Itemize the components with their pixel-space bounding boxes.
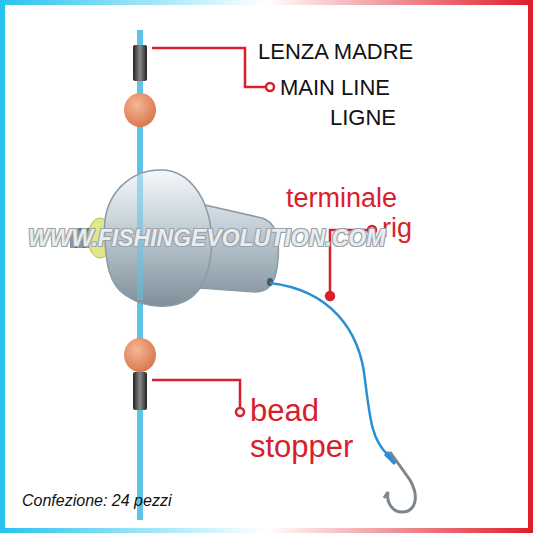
callout-label: MAIN LINE: [280, 76, 390, 100]
callout-label: rig: [382, 214, 412, 244]
frame-right: [528, 0, 533, 533]
frame-left: [0, 0, 5, 533]
stopper-sleeve: [133, 372, 147, 410]
frame-bottom: [0, 528, 533, 533]
watermark: WWW.FISHINGEVOLUTION.COM: [28, 226, 385, 251]
callout-label: LIGNE: [330, 106, 396, 130]
callout-label: terminale: [286, 184, 397, 214]
callout-label: bead: [250, 394, 319, 428]
package-note: Confezione: 24 pezzi: [22, 492, 171, 510]
callout-label: stopper: [250, 430, 353, 464]
hook: [384, 452, 415, 512]
bead: [124, 93, 156, 127]
frame-top: [0, 0, 533, 5]
bead: [124, 338, 156, 372]
stopper-sleeve: [133, 45, 147, 81]
callout-label: LENZA MADRE: [258, 40, 413, 64]
